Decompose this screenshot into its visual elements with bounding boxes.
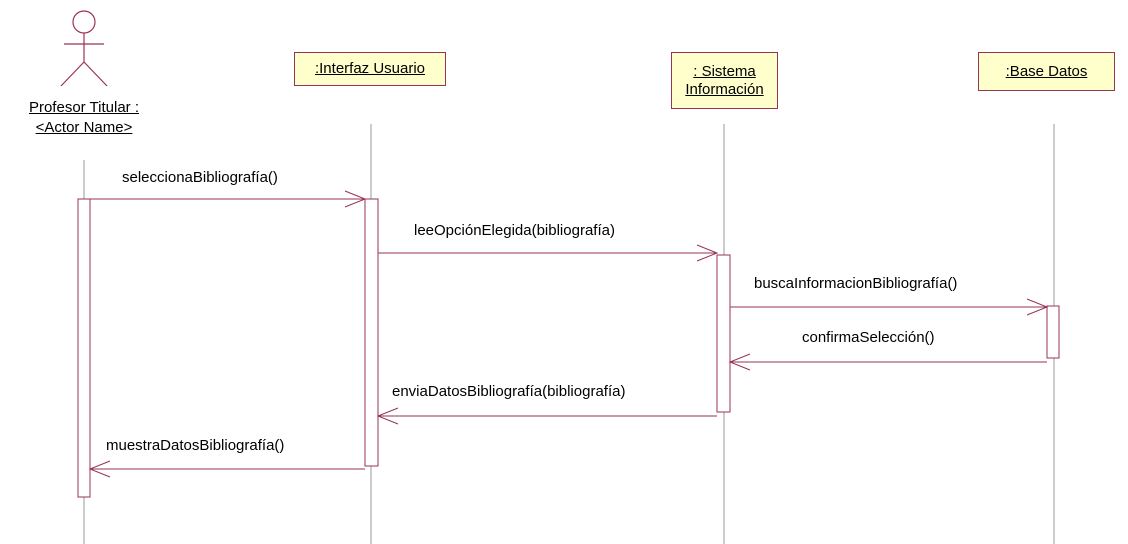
object-sistema-label-line1: : Sistema [693, 62, 756, 80]
activation-bar-sistema-informacion [716, 254, 731, 413]
actor-name-line2: <Actor Name> [35, 119, 133, 136]
message-arrow-busca-informacion [730, 298, 1049, 316]
message-arrow-selecciona-bibliografia [90, 190, 367, 208]
object-base-datos[interactable]: :Base Datos [978, 52, 1115, 91]
message-arrow-muestra-datos [88, 460, 365, 478]
message-label-muestra-datos: muestraDatosBibliografía() [106, 437, 285, 454]
object-interfaz-usuario[interactable]: :Interfaz Usuario [294, 52, 446, 86]
object-sistema-informacion[interactable]: : Sistema Información [671, 52, 778, 109]
message-label-confirma-seleccion: confirmaSelección() [802, 329, 935, 346]
activation-bar-actor [77, 198, 91, 498]
actor-name-line1: Profesor Titular : [28, 99, 140, 116]
message-label-busca-informacion: buscaInformacionBibliografía() [754, 275, 958, 292]
message-label-lee-opcion-elegida: leeOpciónElegida(bibliografía) [414, 222, 615, 239]
message-label-envia-datos: enviaDatosBibliografía(bibliografía) [392, 383, 626, 400]
object-base-datos-label: :Base Datos [1005, 62, 1088, 80]
message-arrow-envia-datos [376, 407, 717, 425]
object-sistema-label-line2: Información [685, 80, 764, 98]
stick-figure-icon [60, 10, 108, 87]
message-arrow-confirma-seleccion [728, 353, 1047, 371]
activation-bar-base-datos [1046, 305, 1060, 359]
activation-bar-interfaz-usuario [364, 198, 379, 467]
message-arrow-lee-opcion-elegida [378, 244, 719, 262]
actor-name: Profesor Titular : <Actor Name> [4, 98, 164, 138]
message-label-selecciona-bibliografia: seleccionaBibliografía() [122, 169, 278, 186]
object-interfaz-usuario-label: :Interfaz Usuario [314, 60, 426, 77]
